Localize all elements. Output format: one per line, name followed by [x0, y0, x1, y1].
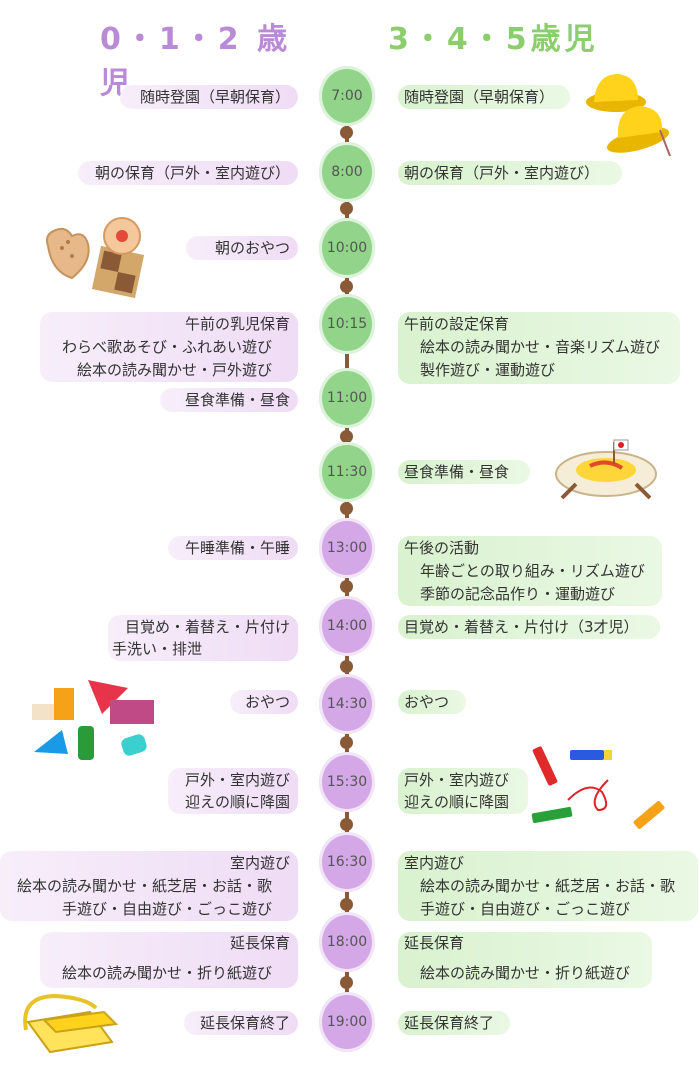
infant-activity: 随時登園（早朝保育）: [140, 86, 290, 108]
infant-activity: 戸外・室内遊び: [185, 769, 290, 791]
preschool-activity: 目覚め・着替え・片付け（3才児）: [404, 616, 639, 638]
preschool-activity: 延長保育: [404, 932, 464, 954]
time-node: 13:00: [319, 518, 375, 578]
preschool-activity: 随時登園（早朝保育）: [404, 86, 554, 108]
preschool-activity: 絵本の読み聞かせ・折り紙遊び: [404, 962, 630, 984]
timeline-dot: [340, 736, 353, 749]
header-preschool: 3・4・5歳児: [388, 14, 618, 58]
timeline-dot: [340, 660, 353, 673]
time-node: 11:00: [319, 368, 375, 428]
infant-activity: 延長保育終了: [200, 1012, 290, 1034]
preschool-activity: 戸外・室内遊び: [404, 769, 509, 791]
yellow-hat-icon: [578, 66, 678, 160]
infant-activity: 延長保育: [230, 932, 290, 954]
timeline-dot: [340, 502, 353, 515]
time-node: 7:00: [319, 66, 375, 126]
preschool-activity: 午後の活動: [404, 537, 479, 559]
infant-activity: 昼食準備・昼食: [185, 389, 290, 411]
timeline-dot: [340, 580, 353, 593]
time-node: 15:30: [319, 752, 375, 812]
infant-activity: 午睡準備・午睡: [185, 537, 290, 559]
preschool-activity: 朝の保育（戸外・室内遊び）: [404, 162, 599, 184]
infant-activity: 手洗い・排泄: [112, 638, 202, 660]
infant-activity: 朝の保育（戸外・室内遊び）: [95, 162, 290, 184]
timeline-dot: [340, 898, 353, 911]
preschool-activity: おやつ: [404, 691, 449, 713]
preschool-activity: 手遊び・自由遊び・ごっこ遊び: [404, 898, 630, 920]
time-node: 10:15: [319, 294, 375, 354]
crayons-icon: [528, 740, 670, 834]
timeline-dot: [340, 126, 353, 139]
omurice-icon: [552, 434, 662, 508]
infant-activity: 迎えの順に降園: [185, 791, 290, 813]
infant-activity: 朝のおやつ: [215, 237, 290, 259]
timeline-dot: [340, 202, 353, 215]
preschool-activity: 室内遊び: [404, 852, 464, 874]
infant-activity: 室内遊び: [230, 852, 290, 874]
time-node: 18:00: [319, 912, 375, 972]
infant-activity: 絵本の読み聞かせ・紙芝居・お話・歌: [17, 875, 272, 897]
building-blocks-icon: [28, 674, 162, 766]
time-node: 19:00: [319, 992, 375, 1052]
preschool-activity: 製作遊び・運動遊び: [404, 359, 555, 381]
time-node: 11:30: [319, 442, 375, 502]
time-node: 14:00: [319, 596, 375, 656]
infant-activity: おやつ: [245, 691, 290, 713]
preschool-activity: 昼食準備・昼食: [404, 461, 509, 483]
preschool-activity: 季節の記念品作り・運動遊び: [404, 583, 615, 605]
infant-activity: 手遊び・自由遊び・ごっこ遊び: [62, 898, 272, 920]
preschool-activity: 絵本の読み聞かせ・音楽リズム遊び: [404, 336, 660, 358]
preschool-activity: 迎えの順に降園: [404, 791, 509, 813]
timeline-dot: [340, 818, 353, 831]
infant-activity: わらべ歌あそび・ふれあい遊び: [62, 336, 272, 358]
cookie-icon: [38, 206, 158, 298]
infant-activity: 絵本の読み聞かせ・戸外遊び: [77, 359, 272, 381]
infant-activity: 絵本の読み聞かせ・折り紙遊び: [62, 962, 272, 984]
time-node: 8:00: [319, 142, 375, 202]
preschool-activity: 年齢ごとの取り組み・リズム遊び: [404, 560, 645, 582]
timeline-dot: [340, 280, 353, 293]
infant-activity: 午前の乳児保育: [185, 313, 290, 335]
preschool-activity: 午前の設定保育: [404, 313, 509, 335]
timeline-dot: [340, 976, 353, 989]
time-node: 10:00: [319, 218, 375, 278]
time-node: 16:30: [319, 832, 375, 892]
preschool-activity: 延長保育終了: [404, 1012, 494, 1034]
shoulder-bag-icon: [16, 990, 130, 1056]
time-node: 14:30: [319, 674, 375, 734]
infant-activity: 目覚め・着替え・片付け: [125, 616, 290, 638]
preschool-activity: 絵本の読み聞かせ・紙芝居・お話・歌: [404, 875, 675, 897]
